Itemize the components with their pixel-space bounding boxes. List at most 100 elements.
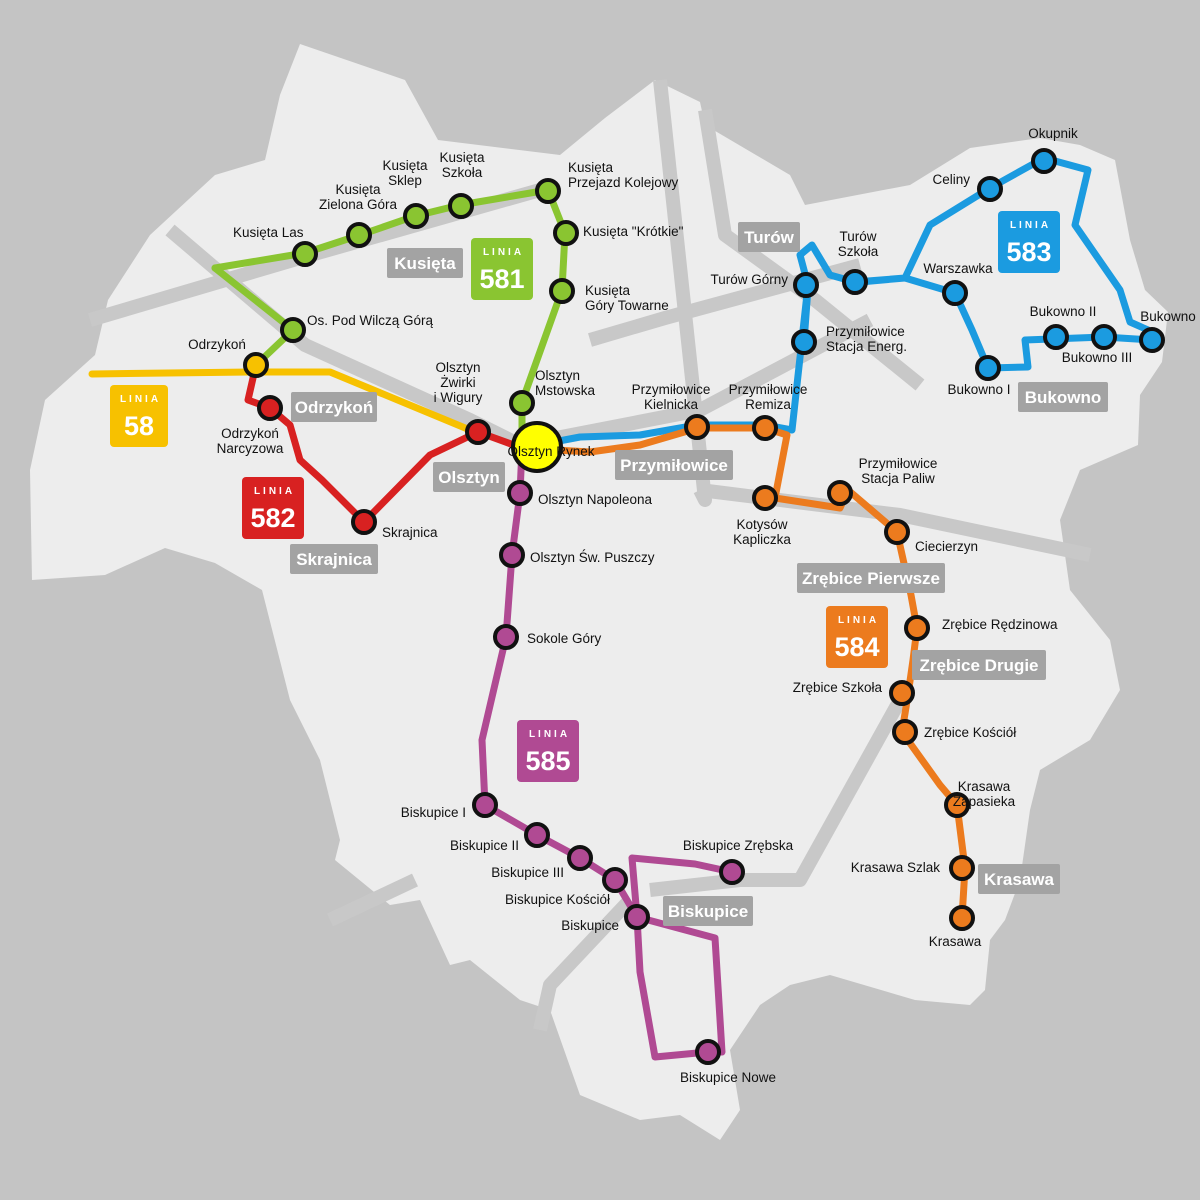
stop-marker — [499, 542, 525, 568]
line-badge-bg — [998, 211, 1060, 273]
stop-marker — [752, 485, 778, 511]
line-badge-caption: LINIA — [1010, 220, 1051, 231]
stop-label: Kusięta — [335, 182, 381, 197]
stop-biskupice-1: Biskupice I — [401, 792, 498, 820]
line-badge-58: LINIA 58 — [110, 385, 168, 447]
town-label-text: Skrajnica — [296, 550, 372, 569]
line-badge-bg — [110, 385, 168, 447]
stop-marker — [553, 220, 579, 246]
stop-label: Szkoła — [838, 244, 879, 259]
stop-label: Kusięta "Krótkie" — [583, 224, 684, 239]
stop-label: Turów — [839, 229, 876, 244]
town-label-text: Bukowno — [1025, 388, 1102, 407]
stop-skrajnica: Skrajnica — [351, 509, 438, 540]
stop-marker — [975, 355, 1001, 381]
stop-celiny: Celiny — [932, 172, 1003, 202]
town-label-krasawa: Krasawa — [978, 864, 1060, 894]
line-badge-bg — [826, 606, 888, 668]
stop-label: Biskupice Nowe — [680, 1070, 776, 1085]
town-label-bg — [290, 544, 378, 574]
line-badge-caption: LINIA — [120, 394, 161, 405]
stop-marker — [1091, 324, 1117, 350]
town-label-turow: Turów — [738, 222, 800, 252]
stop-marker — [624, 904, 650, 930]
stop-label: Kusięta Las — [233, 225, 304, 240]
stop-label: Kielnicka — [644, 397, 699, 412]
stop-marker — [524, 822, 550, 848]
stop-kusieta-las: Kusięta Las — [233, 225, 318, 267]
town-label-bg — [387, 248, 463, 278]
stop-label: Kusięta — [585, 283, 631, 298]
town-label-text: Biskupice — [668, 902, 748, 921]
stop-marker — [448, 193, 474, 219]
stop-olsztyn-sw-puszczy: Olsztyn Św. Puszczy — [499, 542, 655, 568]
line-badge-number: 58 — [124, 411, 154, 441]
stop-zrebice-kosciol: Zrębice Kościół — [892, 719, 1016, 745]
town-label-przymilowice: Przymiłowice — [615, 450, 733, 480]
stop-label: Odrzykoń — [188, 337, 246, 352]
stop-label: Kapliczka — [733, 532, 791, 547]
stop-sokole-gory: Sokole Góry — [493, 624, 602, 650]
line-badge-number: 585 — [525, 746, 570, 776]
stop-marker — [292, 241, 318, 267]
line-badge-bg — [471, 238, 533, 300]
stop-label: Biskupice Zrębska — [683, 838, 794, 853]
town-label-zrebice-pierwsze: Zrębice Pierwsze — [797, 563, 945, 593]
town-label-bg — [663, 896, 753, 926]
stop-marker — [346, 222, 372, 248]
stop-label: Przymiłowice — [826, 324, 905, 339]
town-label-text: Odrzykoń — [295, 398, 373, 417]
commune-area — [30, 44, 1168, 1140]
stop-label: Remiza — [745, 397, 791, 412]
hub-marker — [511, 421, 563, 473]
line-badge-number: 583 — [1006, 237, 1051, 267]
town-label-text: Kusięta — [394, 254, 456, 273]
stop-label: Biskupice III — [491, 865, 564, 880]
stop-label: Turów Górny — [710, 272, 788, 287]
stop-label: Kusięta — [439, 150, 485, 165]
town-label-olsztyn: Olsztyn — [433, 462, 505, 492]
stop-marker — [280, 317, 306, 343]
town-label-biskupice: Biskupice — [663, 896, 753, 926]
stop-label: Bukowno III — [1062, 350, 1133, 365]
stop-label: Ciecierzyn — [915, 539, 978, 554]
town-label-bg — [433, 462, 505, 492]
stop-label: Krasawa — [958, 779, 1011, 794]
stop-warszawka: Warszawka — [923, 261, 993, 306]
stop-biskupice-3: Biskupice III — [491, 845, 593, 880]
stop-marker — [602, 867, 628, 893]
stop-label: Bukowno — [1140, 309, 1196, 324]
stop-marker — [904, 615, 930, 641]
stop-label: Zielona Góra — [319, 197, 398, 212]
stop-marker — [827, 480, 853, 506]
stop-bukowno-1: Bukowno I — [947, 355, 1011, 397]
stop-marker — [793, 272, 819, 298]
stop-olsztyn-rynek: Olsztyn Rynek — [507, 421, 595, 473]
stop-label: Olsztyn — [535, 368, 580, 383]
stop-marker — [892, 719, 918, 745]
stop-marker — [684, 414, 710, 440]
stop-okupnik: Okupnik — [1028, 126, 1078, 174]
town-label-bg — [291, 392, 377, 422]
stop-label: Biskupice II — [450, 838, 519, 853]
stop-label: Odrzykoń — [221, 426, 279, 441]
stop-label: Olsztyn Rynek — [507, 444, 594, 459]
stop-biskupice-kosciol: Biskupice Kościół — [505, 867, 628, 907]
stop-biskupice: Biskupice — [561, 904, 650, 933]
stop-label: Krasawa — [929, 934, 982, 949]
stop-biskupice-zrebska: Biskupice Zrębska — [683, 838, 794, 885]
stop-label: Narcyzowa — [217, 441, 284, 456]
stop-biskupice-nowe: Biskupice Nowe — [680, 1039, 776, 1085]
